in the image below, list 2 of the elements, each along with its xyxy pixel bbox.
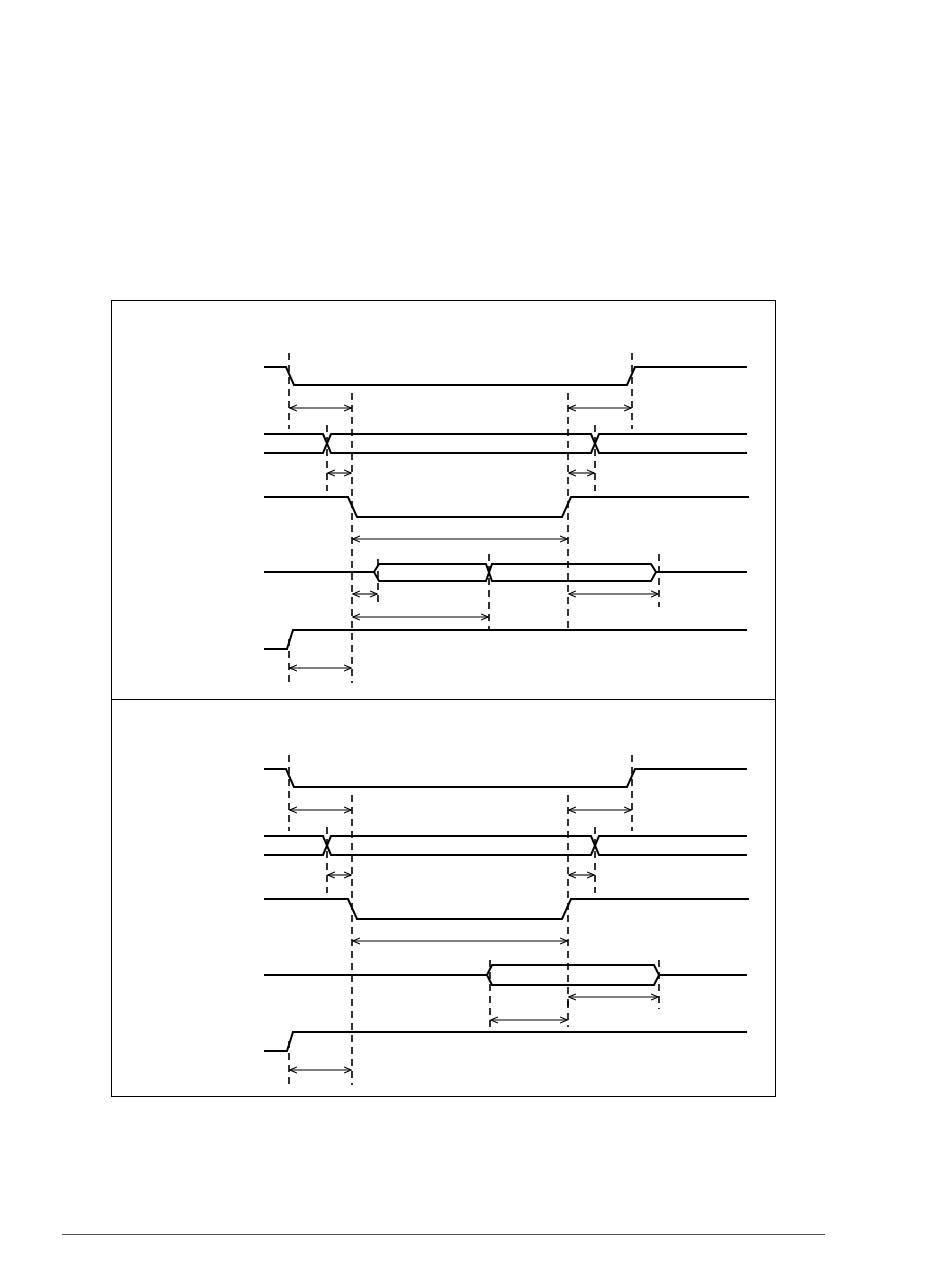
panel-frame bbox=[111, 300, 776, 700]
panel-frame bbox=[111, 699, 776, 1097]
